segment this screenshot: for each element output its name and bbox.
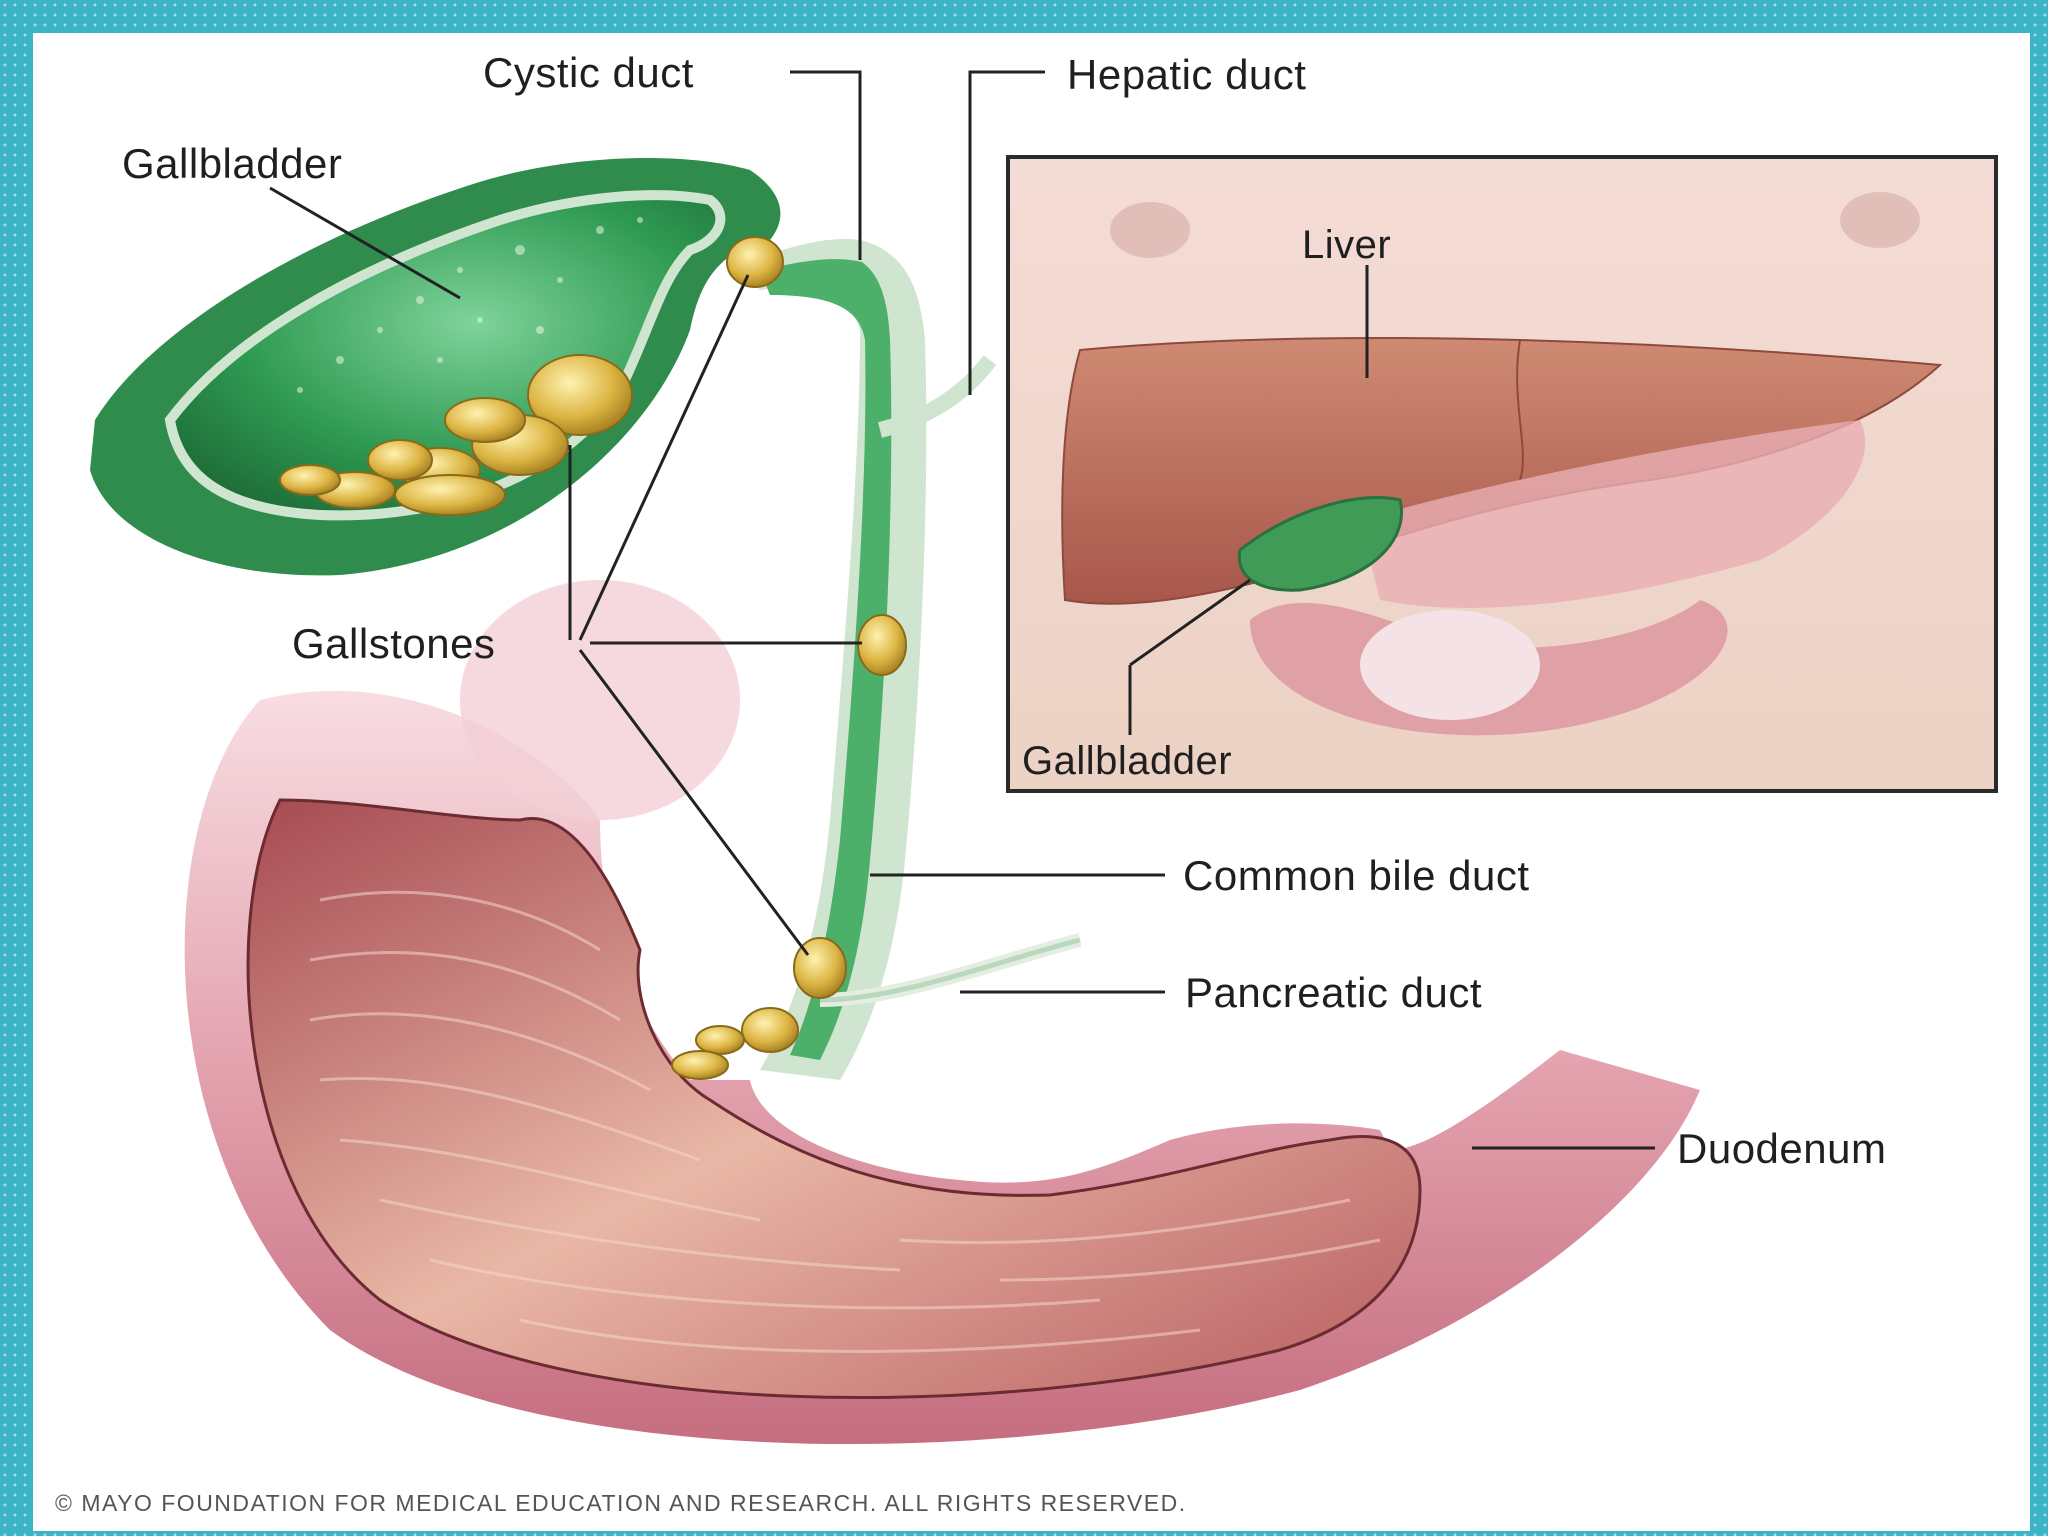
inset-abdomen-view bbox=[1008, 157, 1996, 791]
label-gallstones: Gallstones bbox=[292, 623, 495, 665]
label-gallbladder: Gallbladder bbox=[122, 143, 342, 185]
stomach-bulge bbox=[460, 580, 740, 820]
label-common-bile-duct: Common bile duct bbox=[1183, 855, 1529, 897]
duodenum-illustration bbox=[185, 691, 1700, 1444]
label-hepatic-duct: Hepatic duct bbox=[1067, 54, 1306, 96]
inset-label-liver: Liver bbox=[1302, 225, 1391, 265]
label-pancreatic-duct: Pancreatic duct bbox=[1185, 972, 1482, 1014]
inset-label-gallbladder: Gallbladder bbox=[1022, 741, 1232, 781]
label-duodenum: Duodenum bbox=[1677, 1128, 1886, 1170]
label-cystic-duct: Cystic duct bbox=[483, 52, 694, 94]
copyright-notice: © MAYO FOUNDATION FOR MEDICAL EDUCATION … bbox=[55, 1490, 1187, 1517]
